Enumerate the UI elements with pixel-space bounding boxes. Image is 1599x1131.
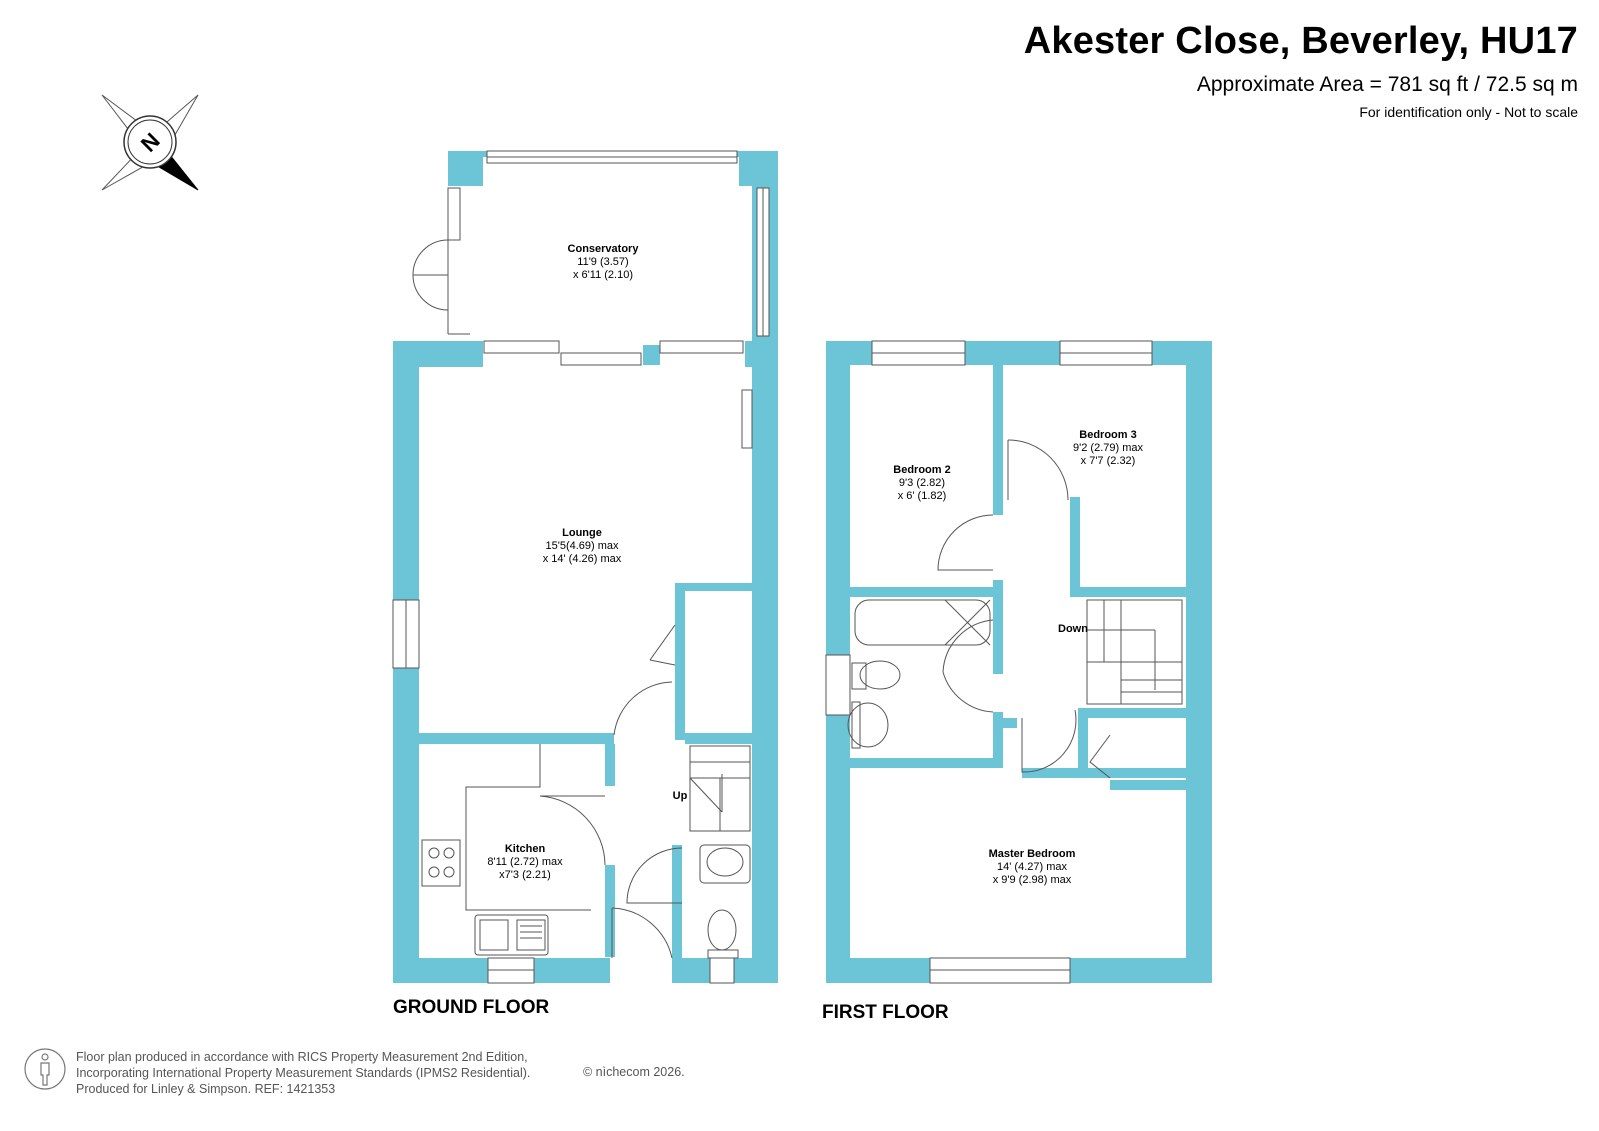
stairs-down-label: Down bbox=[1058, 623, 1088, 635]
footer-line-3: Produced for Linley & Simpson. REF: 1421… bbox=[76, 1082, 336, 1096]
room-labels: Conservatory 11'9 (3.57) x 6'11 (2.10) L… bbox=[393, 243, 1143, 1023]
lounge-dim2: x 14' (4.26) max bbox=[543, 553, 622, 565]
bedroom-2-dim1: 9'3 (2.82) bbox=[899, 477, 945, 489]
footer-line-1: Floor plan produced in accordance with R… bbox=[76, 1050, 528, 1064]
stairs-up-label: Up bbox=[673, 790, 688, 802]
conservatory-dim1: 11'9 (3.57) bbox=[577, 256, 628, 268]
master-bedroom-name: Master Bedroom bbox=[989, 848, 1076, 860]
header: Akester Close, Beverley, HU17 Approximat… bbox=[1024, 20, 1578, 120]
ground-floor-label: GROUND FLOOR bbox=[393, 997, 549, 1018]
person-icon bbox=[24, 1048, 66, 1090]
approximate-area: Approximate Area = 781 sq ft / 72.5 sq m bbox=[1196, 73, 1578, 96]
lounge-name: Lounge bbox=[562, 527, 602, 539]
bedroom-2-dim2: x 6' (1.82) bbox=[898, 490, 947, 502]
bedroom-3-name: Bedroom 3 bbox=[1079, 429, 1136, 441]
footer-credit: © nìchecom 2026. bbox=[583, 1065, 685, 1079]
conservatory-dim2: x 6'11 (2.10) bbox=[573, 269, 633, 281]
footer-line-2: Incorporating International Property Mea… bbox=[76, 1066, 531, 1080]
conservatory-name: Conservatory bbox=[568, 243, 640, 255]
kitchen-name: Kitchen bbox=[505, 843, 546, 855]
ground-floor-windows bbox=[392, 150, 770, 984]
kitchen-dim1: 8'11 (2.72) max bbox=[487, 856, 563, 868]
bedroom-3-dim2: x 7'7 (2.32) bbox=[1081, 455, 1136, 467]
bedroom-2-name: Bedroom 2 bbox=[893, 464, 950, 476]
master-bedroom-dim2: x 9'9 (2.98) max bbox=[993, 874, 1072, 886]
first-floor-fixtures bbox=[847, 439, 1183, 779]
first-floor-windows bbox=[825, 340, 1153, 984]
bedroom-3-dim1: 9'2 (2.79) max bbox=[1073, 442, 1143, 454]
disclaimer: For identification only - Not to scale bbox=[1359, 104, 1578, 120]
kitchen-dim2: x7'3 (2.21) bbox=[499, 869, 551, 881]
footer-text: Floor plan produced in accordance with R… bbox=[76, 1049, 530, 1097]
master-bedroom-dim1: 14' (4.27) max bbox=[997, 861, 1067, 873]
compass-icon: N bbox=[101, 94, 199, 191]
lounge-dim1: 15'5(4.69) max bbox=[545, 540, 619, 552]
ground-floor-fixtures bbox=[412, 239, 751, 959]
property-address: Akester Close, Beverley, HU17 bbox=[1023, 20, 1578, 62]
first-floor-label: FIRST FLOOR bbox=[822, 1002, 949, 1023]
